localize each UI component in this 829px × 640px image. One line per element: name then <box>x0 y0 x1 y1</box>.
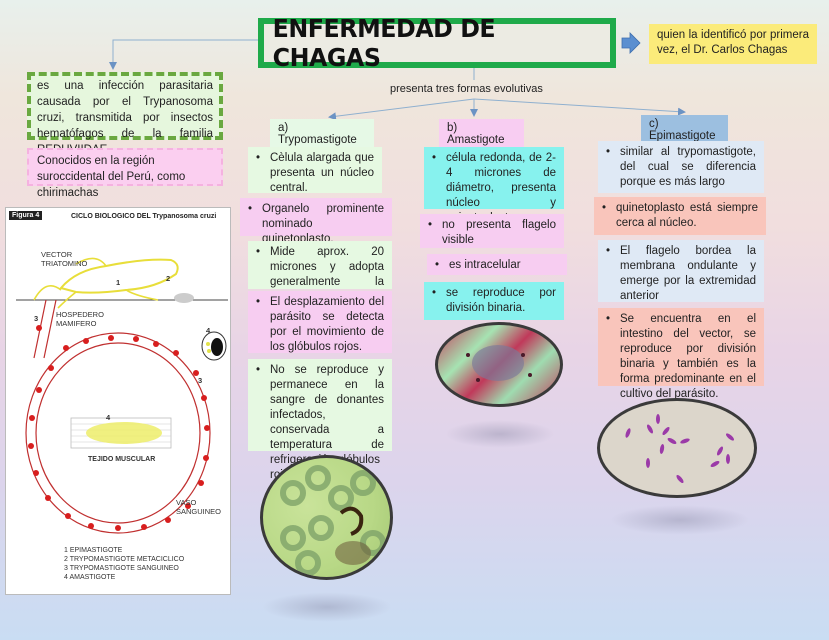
form-label-trypomastigote: a) Trypomastigote <box>270 119 374 149</box>
image-shadow <box>445 420 555 448</box>
trypo-point-5: No se reproduce y permanece en la sangre… <box>248 359 392 481</box>
legend-item-2: 2 TRYPOMASTIGOTE METACICLICO <box>64 556 185 563</box>
life-cycle-figure: Figura 4 CICLO BIOLOGICO DEL Trypanosoma… <box>5 207 231 595</box>
image-shadow <box>262 592 392 622</box>
blood-cells-image <box>280 465 386 576</box>
epi-point-4: Se encuentra en el intestino del vector,… <box>598 308 764 400</box>
image-shadow <box>610 505 750 535</box>
amastigote-micrograph <box>435 322 563 407</box>
title-box: ENFERMEDAD DE CHAGAS <box>258 14 616 72</box>
label-n4b: 4 <box>106 413 111 422</box>
figure-tag: Figura 4 <box>9 211 43 220</box>
life-cycle-illustration <box>16 257 228 534</box>
label-n4: 4 <box>206 326 211 335</box>
label-host-2: MAMIFERO <box>56 319 97 328</box>
epi-point-3: El flagelo bordea la membrana ondulante … <box>598 240 764 302</box>
legend-item-3: 3 TRYPOMASTIGOTE SANGUINEO <box>64 565 179 572</box>
amasti-point-1: célula redonda, de 2-4 micrones de diáme… <box>424 147 564 224</box>
label-vector: VECTOR <box>41 250 73 259</box>
definition-box: es una infección parasitaria causada por… <box>27 72 223 156</box>
trypo-point-4: El desplazamiento del parásito se detect… <box>248 291 392 353</box>
region-note: Conocidos en la región suroccidental del… <box>27 148 223 199</box>
label-vector-2: TRIATOMINO <box>41 259 88 268</box>
label-n1: 1 <box>116 278 121 287</box>
parasites-image <box>625 414 735 484</box>
epi-point-2: quinetoplasto está siempre cerca al núcl… <box>594 197 766 235</box>
amasti-point-2: no presenta flagelo visible <box>420 214 564 248</box>
epimastigote-micrograph <box>597 398 757 498</box>
trypo-point-1: Cèlula alargada que presenta un núcleo c… <box>248 147 382 194</box>
label-vessel-2: SANGUINEO <box>176 507 222 516</box>
label-n2: 2 <box>166 274 171 283</box>
branch-label: presenta tres formas evolutivas <box>390 83 543 95</box>
figure-title: CICLO BIOLOGICO DEL Trypanosoma cruzi <box>71 213 217 220</box>
trypo-point-2: Organelo prominente nominado quinetoplas… <box>240 198 392 245</box>
label-n3b: 3 <box>198 376 203 385</box>
label-n3: 3 <box>34 314 39 323</box>
label-host: HOSPEDERO <box>56 310 104 319</box>
form-label-epimastigote: c) Epimastigote <box>641 115 728 145</box>
amasti-point-4: se reproduce por división binaria. <box>424 282 564 320</box>
trypomastigote-micrograph <box>260 455 393 580</box>
figure-legend: 1 EPIMASTIGOTE 2 TRYPOMASTIGOTE METACICL… <box>64 546 184 582</box>
label-muscle: TEJIDO MUSCULAR <box>88 456 156 463</box>
label-vessel: VASO <box>176 498 197 507</box>
amasti-point-3: es intracelular <box>427 254 567 275</box>
legend-item-1: 1 EPIMASTIGOTE <box>64 547 123 554</box>
discoverer-note: quien la identificó por primera vez, el … <box>649 24 817 64</box>
form-label-amastigote: b) Amastigote <box>439 119 524 149</box>
trypo-point-3: Mide aprox. 20 micrones y adopta general… <box>248 241 392 303</box>
epi-point-1: similar al trypomastigote, del cual se d… <box>598 141 764 193</box>
page-title: ENFERMEDAD DE CHAGAS <box>272 14 496 72</box>
tissue-image <box>466 345 532 382</box>
legend-item-4: 4 AMASTIGOTE <box>64 574 116 581</box>
